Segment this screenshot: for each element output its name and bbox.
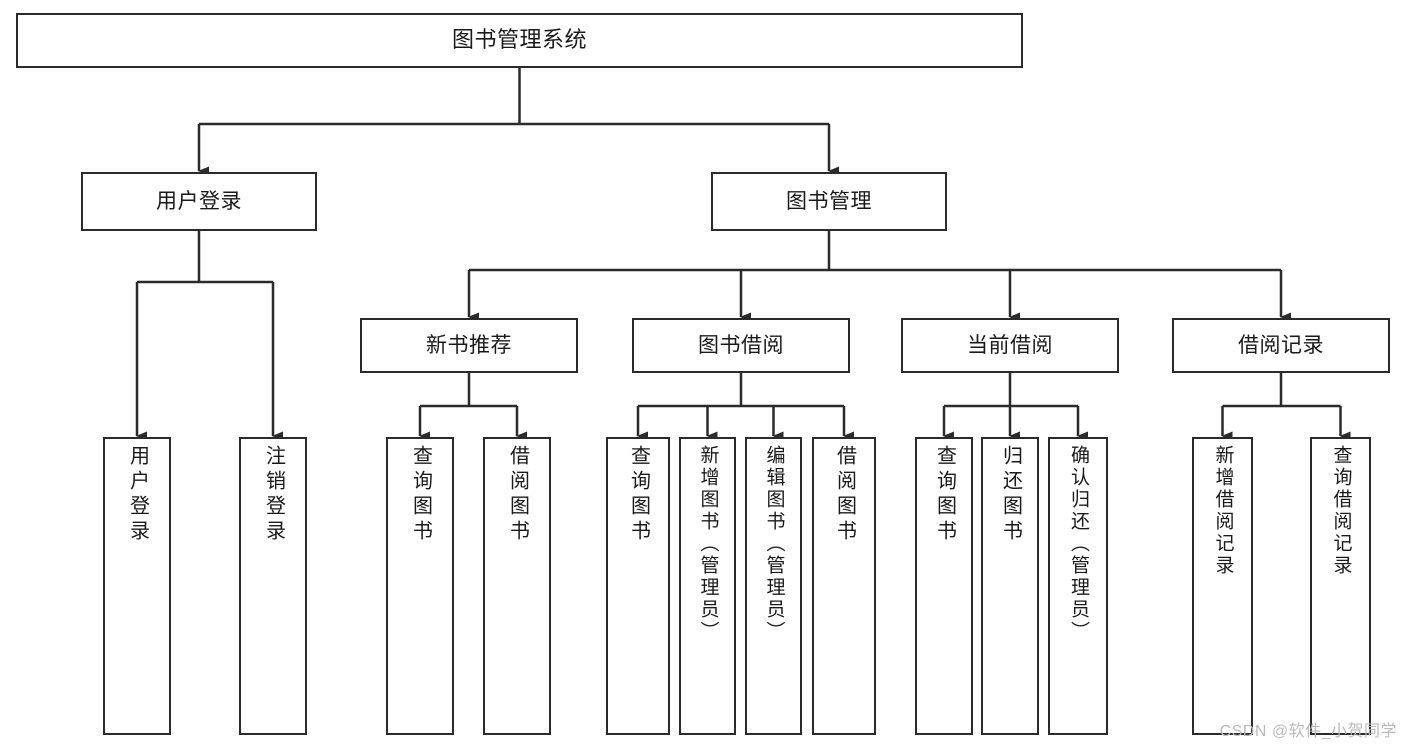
node-leaf-current-3[interactable]: 确认归还（管理员） <box>1048 437 1108 735</box>
node-leaf-login-1[interactable]: 用户登录 <box>103 437 171 735</box>
node-label: 新增图书（管理员） <box>697 445 719 643</box>
node-label: 图书管理系统 <box>451 27 587 53</box>
node-label: 注销登录 <box>262 445 285 545</box>
node-leaf-new-2[interactable]: 借阅图书 <box>483 437 551 735</box>
node-leaf-borrow-1[interactable]: 查询图书 <box>606 437 670 735</box>
node-label: 归还图书 <box>999 445 1022 545</box>
node-leaf-current-2[interactable]: 归还图书 <box>981 437 1039 735</box>
node-label: 借阅图书 <box>506 445 529 545</box>
node-leaf-borrow-2[interactable]: 新增图书（管理员） <box>679 437 736 735</box>
node-label: 查询借阅记录 <box>1330 445 1352 577</box>
node-label: 图书管理 <box>786 189 872 213</box>
node-login[interactable]: 用户登录 <box>81 172 317 231</box>
node-newbook[interactable]: 新书推荐 <box>360 318 578 373</box>
node-leaf-borrow-3[interactable]: 编辑图书（管理员） <box>745 437 802 735</box>
node-records[interactable]: 借阅记录 <box>1172 318 1390 373</box>
node-leaf-current-1[interactable]: 查询图书 <box>915 437 973 735</box>
node-current[interactable]: 当前借阅 <box>901 318 1119 373</box>
node-label: 用户登录 <box>156 189 242 213</box>
node-label: 借阅记录 <box>1238 333 1324 357</box>
node-leaf-record-2[interactable]: 查询借阅记录 <box>1310 437 1371 735</box>
node-label: 确认归还（管理员） <box>1067 445 1089 643</box>
watermark: CSDN @软件_小贺同学 <box>1219 723 1397 740</box>
node-bookmgmt[interactable]: 图书管理 <box>711 172 947 231</box>
node-root[interactable]: 图书管理系统 <box>16 13 1023 68</box>
node-leaf-login-2[interactable]: 注销登录 <box>239 437 307 735</box>
node-label: 查询图书 <box>933 445 956 545</box>
node-leaf-record-1[interactable]: 新增借阅记录 <box>1192 437 1253 735</box>
node-label: 查询图书 <box>409 445 432 545</box>
node-label: 借阅图书 <box>833 445 856 545</box>
node-borrow[interactable]: 图书借阅 <box>632 318 850 373</box>
node-label: 图书借阅 <box>698 333 784 357</box>
node-leaf-new-1[interactable]: 查询图书 <box>386 437 454 735</box>
node-label: 新增借阅记录 <box>1212 445 1234 577</box>
node-label: 查询图书 <box>627 445 650 545</box>
node-label: 用户登录 <box>126 445 149 545</box>
node-label: 编辑图书（管理员） <box>763 445 785 643</box>
node-label: 新书推荐 <box>426 333 512 357</box>
edge-paths <box>135 68 1351 441</box>
node-leaf-borrow-4[interactable]: 借阅图书 <box>812 437 876 735</box>
node-label: 当前借阅 <box>967 333 1053 357</box>
